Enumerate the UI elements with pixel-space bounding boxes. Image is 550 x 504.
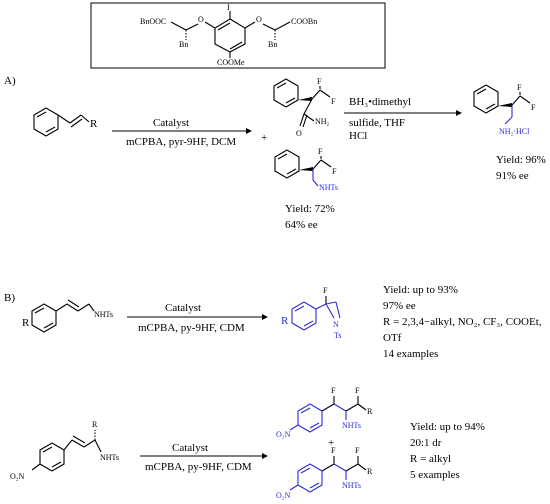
- arrow-a2-line3: HCl: [349, 130, 367, 142]
- section-a-amine-product: F F NH₂·HCl: [473, 83, 536, 136]
- catalyst-right-bn: Bn: [268, 40, 277, 49]
- amine-f1: F: [517, 83, 522, 92]
- result1-line4: OTf: [383, 332, 402, 344]
- amine-hcl: NH₂·HCl: [499, 127, 530, 136]
- result1-line5: 14 examples: [383, 348, 438, 360]
- section-b-label: B): [4, 292, 15, 304]
- result2-line2: 20:1 dr: [410, 437, 442, 449]
- prod3-f2: F: [355, 446, 360, 455]
- arrow-a1-bottom: mCPBA, pyr-9HF, DCM: [126, 136, 236, 148]
- arrow-a2-line1: BH₃•dimethyl: [349, 96, 411, 108]
- sub2-o2n: O₂N: [10, 472, 25, 481]
- prod2-f2: F: [355, 386, 360, 395]
- prod3-nhts: NHTs: [342, 481, 361, 490]
- amide-nh2: NH₂: [315, 117, 330, 126]
- sub1-nhts: NHTs: [94, 310, 113, 319]
- section-a-ee-64: 64% ee: [285, 219, 318, 231]
- aziridine-n: N: [333, 320, 339, 329]
- prod2-f1: F: [331, 386, 336, 395]
- substrate-r-label: R: [90, 118, 98, 130]
- prod3-r: R: [367, 467, 373, 476]
- result2-line4: 5 examples: [410, 469, 460, 481]
- section-b-plus: +: [328, 437, 334, 449]
- prod3-f1: F: [331, 446, 336, 455]
- section-a-plus: +: [261, 132, 267, 144]
- prod2-nhts: NHTs: [342, 421, 361, 430]
- arrow-b2-bottom: mCPBA, py-9HF, CDM: [145, 461, 252, 473]
- catalyst-right-ester: COOBn: [291, 17, 317, 26]
- section-b-result-1: Yield: up to 93% 97% ee R = 2,3,4−alkyl,…: [383, 284, 542, 360]
- section-a-yield-96: Yield: 96%: [496, 154, 546, 166]
- prod2-r: R: [367, 407, 373, 416]
- arrow-b2-top: Catalyst: [172, 442, 208, 454]
- aziridine-ts: Ts: [334, 331, 341, 340]
- section-b-product-3: O₂N F NHTs F R: [276, 446, 373, 500]
- sub1-r: R: [22, 317, 30, 329]
- result2-line3: R = alkyl: [410, 453, 451, 465]
- section-b-substrate-1: R NHTs: [22, 299, 113, 333]
- prod3-o2n: O₂N: [276, 491, 291, 500]
- section-b-aziridine-product: R F N Ts: [281, 286, 341, 340]
- catalyst-iodo: I: [227, 3, 230, 12]
- catalyst-left-ester: BnOOC: [140, 17, 166, 26]
- sub2-r: R: [92, 420, 98, 429]
- section-b-substrate-2: O₂N R NHTs: [10, 420, 119, 481]
- amide-f1: F: [317, 77, 322, 86]
- catalyst-bottom-ester: COOMe: [217, 58, 245, 67]
- catalyst-box-border: [90, 2, 386, 69]
- result1-line1: Yield: up to 93%: [383, 284, 458, 296]
- nhts-product-nhts: NHTs: [319, 183, 338, 192]
- aziridine-r: R: [281, 315, 289, 327]
- result1-line3: R = 2,3,4−alkyl, NO₂, CF₃, COOEt,: [383, 316, 542, 328]
- prod2-o2n: O₂N: [276, 430, 291, 439]
- amine-f2: F: [531, 103, 536, 112]
- result2-line1: Yield: up to 94%: [410, 421, 485, 433]
- catalyst-left-bn: Bn: [179, 40, 188, 49]
- section-b-result-2: Yield: up to 94% 20:1 dr R = alkyl 5 exa…: [410, 421, 485, 481]
- nhts-product-f1: F: [318, 147, 323, 156]
- amide-o: O: [296, 129, 302, 138]
- section-a-ee-91: 91% ee: [496, 170, 529, 182]
- section-a-yield-72: Yield: 72%: [285, 203, 335, 215]
- arrow-a1-top: Catalyst: [153, 117, 189, 129]
- arrow-b1-bottom: mCPBA, py-9HF, CDM: [138, 322, 245, 334]
- section-a-label: A): [4, 75, 16, 87]
- section-a-amide-product: F F O NH₂: [273, 77, 336, 138]
- section-a-nhts-product: F F NHTs: [274, 147, 338, 192]
- arrow-b1-top: Catalyst: [165, 302, 201, 314]
- aziridine-f: F: [323, 286, 328, 295]
- arrow-a2-line2: sulfide, THF: [349, 117, 405, 129]
- catalyst-right-o: O: [256, 15, 262, 24]
- catalyst-structure: I O BnOOC Bn O COOBn Bn COOMe: [90, 2, 386, 69]
- nhts-product-f2: F: [332, 167, 337, 176]
- section-b-product-2: O₂N F NHTs F R: [276, 386, 373, 439]
- result1-line2: 97% ee: [383, 300, 416, 312]
- sub2-nhts: NHTs: [100, 453, 119, 462]
- catalyst-left-o: O: [198, 15, 204, 24]
- section-a-substrate: R: [33, 107, 98, 137]
- amide-f2: F: [331, 97, 336, 106]
